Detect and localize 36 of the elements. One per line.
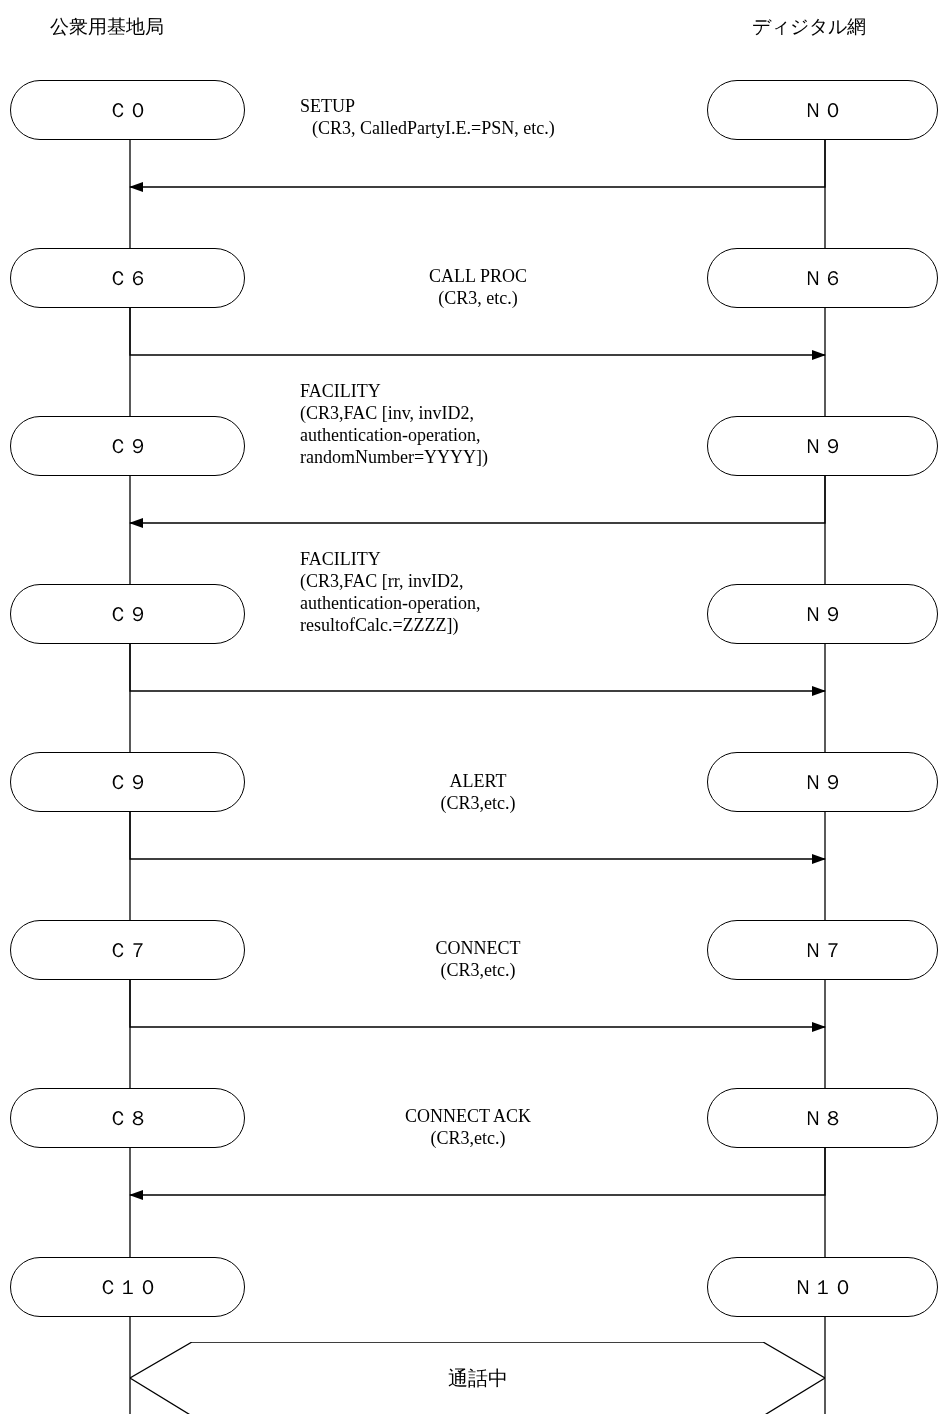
state-label: Ｎ９ bbox=[802, 432, 843, 460]
state-label: Ｃ９ bbox=[107, 768, 148, 796]
column-header: ディジタル網 bbox=[752, 14, 866, 39]
lifeline bbox=[129, 1147, 131, 1258]
hexagon-band bbox=[130, 1342, 825, 1414]
lifeline bbox=[824, 811, 826, 921]
message-arrow bbox=[129, 139, 826, 192]
message-arrow bbox=[129, 475, 826, 528]
state-label: Ｎ９ bbox=[802, 768, 843, 796]
state-label: Ｎ６ bbox=[802, 264, 843, 292]
band-label: 通話中 bbox=[447, 1364, 508, 1392]
lifeline bbox=[129, 475, 131, 585]
state-label: Ｃ１０ bbox=[97, 1273, 158, 1301]
state-label: Ｃ６ bbox=[107, 264, 148, 292]
state-label: Ｃ０ bbox=[107, 96, 148, 124]
lifeline bbox=[129, 1316, 131, 1379]
state-label: Ｎ０ bbox=[802, 96, 843, 124]
state-label: Ｃ９ bbox=[107, 432, 148, 460]
lifeline bbox=[824, 979, 826, 1089]
column-header: 公衆用基地局 bbox=[50, 14, 164, 39]
message-arrow bbox=[129, 643, 826, 696]
state-label: Ｎ７ bbox=[802, 936, 843, 964]
message-arrow bbox=[129, 1147, 826, 1200]
lifeline bbox=[824, 307, 826, 417]
state-label: Ｎ１０ bbox=[792, 1273, 853, 1301]
state-label: Ｎ９ bbox=[802, 600, 843, 628]
state-label: Ｎ８ bbox=[802, 1104, 843, 1132]
state-label: Ｃ７ bbox=[107, 936, 148, 964]
lifeline bbox=[824, 1316, 826, 1379]
lifeline bbox=[129, 139, 131, 249]
lifeline bbox=[824, 643, 826, 753]
state-label: Ｃ８ bbox=[107, 1104, 148, 1132]
message-arrow bbox=[129, 307, 826, 360]
message-arrow bbox=[129, 979, 826, 1032]
message-arrow bbox=[129, 811, 826, 864]
state-label: Ｃ９ bbox=[107, 600, 148, 628]
